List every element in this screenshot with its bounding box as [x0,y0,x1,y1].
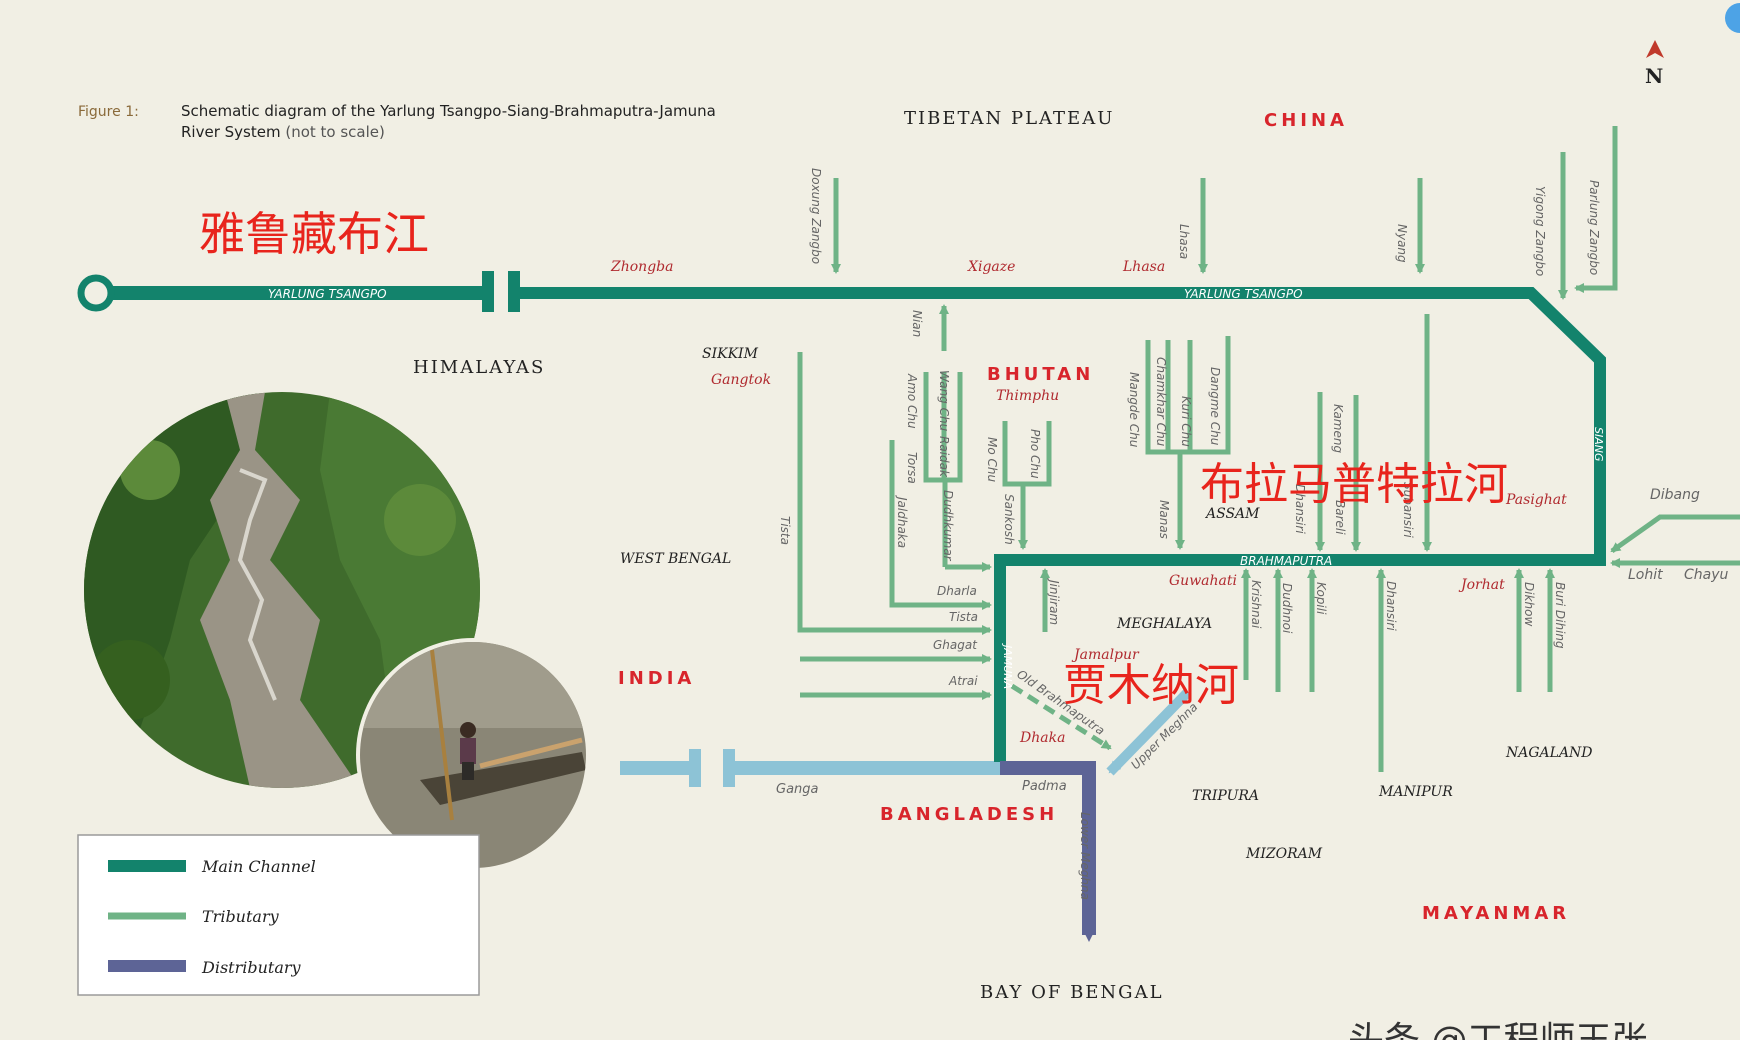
label-mangde-chu: Mangde Chu [1127,372,1141,448]
corner-badge-icon [1725,3,1740,33]
tributaries [797,126,1740,772]
label-lhasa-river: Lhasa [1177,224,1191,259]
label-dikhow: Dikhow [1522,582,1536,626]
city-labels: Zhongba Xigaze Lhasa Gangtok Thimphu Guw… [610,259,1567,746]
label-yigong-zangbo: Yigong Zangbo [1533,186,1547,276]
city-dhaka: Dhaka [1019,730,1065,746]
distributary-lower-meghna [1000,761,1096,942]
figure-caption-line1: Schematic diagram of the Yarlung Tsangpo… [181,102,716,120]
label-dibang: Dibang [1650,487,1700,503]
city-pasighat: Pasighat [1505,492,1567,508]
label-dharla: Dharla [937,584,977,598]
region-assam: ASSAM [1204,506,1260,522]
main-channel-labels: YARLUNG TSANGPO YARLUNG TSANGPO BRAHMAPU… [268,287,1605,689]
label-padma: Padma [1022,779,1067,794]
boatman-photo [356,638,590,872]
region-himalayas: HIMALAYAS [413,357,545,378]
region-west-bengal: WEST BENGAL [620,551,731,567]
label-raidak: Raidak [937,436,951,478]
label-ganga: Ganga [776,782,819,797]
city-thimphu: Thimphu [996,388,1059,404]
label-siang: SIANG [1592,427,1605,462]
label-kopili: Kopili [1314,582,1328,615]
region-nagaland: NAGALAND [1505,745,1593,761]
city-jamalpur: Jamalpur [1071,647,1140,663]
label-bareli: Bareli [1333,500,1347,535]
label-krishnai: Krishnai [1249,580,1263,629]
city-gangtok: Gangtok [711,372,771,388]
region-manipur: MANIPUR [1378,784,1453,800]
label-manas: Manas [1157,500,1171,539]
label-torsa: Torsa [905,452,919,484]
label-amo-chu: Amo Chu [905,373,919,429]
label-tista-horizontal: Tista [949,610,978,624]
label-sankosh: Sankosh [1002,494,1016,545]
label-lohit: Lohit [1628,567,1663,583]
region-tibetan-plateau: TIBETAN PLATEAU [904,108,1114,129]
label-brahmaputra: BRAHMAPUTRA [1240,554,1332,568]
label-jinjiram: Jinjiram [1047,578,1061,625]
city-lhasa: Lhasa [1122,259,1165,275]
label-buri-dihing: Buri Dihing [1553,582,1567,649]
legend-main-label: Main Channel [201,857,316,876]
city-zhongba: Zhongba [610,259,673,275]
label-nian: Nian [910,310,924,337]
label-parlung-zangbo: Parlung Zangbo [1587,180,1601,275]
city-guwahati: Guwahati [1169,573,1237,589]
label-ghagat: Ghagat [933,638,978,652]
label-dhansiri-south: Dhansiri [1384,581,1398,631]
annotation-brahmaputra-chinese: 布拉马普特拉河 [1200,459,1508,510]
region-bangladesh: BANGLADESH [880,804,1058,825]
label-dudhnoi: Dudhnoi [1280,583,1294,634]
region-mizoram: MIZORAM [1245,846,1323,862]
label-doxung-zangbo: Doxung Zangbo [809,168,823,264]
label-kameng: Kameng [1331,404,1345,453]
region-myanmar: MAYANMAR [1422,903,1570,924]
label-chamkhar-chu: Chamkhar Chu [1154,357,1168,447]
watermark: 头条 @工程师王张 [1348,1020,1647,1040]
region-china: CHINA [1264,110,1348,131]
region-bay-of-bengal: BAY OF BENGAL [980,982,1164,1003]
compass-north-letter: N [1645,64,1663,88]
figure-label: Figure 1: [78,104,139,120]
label-yarlung-tsangpo-1: YARLUNG TSANGPO [268,287,387,301]
label-dhansiri-north: Dhansiri [1293,484,1307,534]
label-pho-chu: Pho Chu [1028,429,1042,479]
label-jamuna: JAMUNA [1001,643,1014,689]
label-dangme-chu: Dangme Chu [1208,367,1222,446]
label-mo-chu: Mo Chu [985,437,999,482]
city-jorhat: Jorhat [1458,577,1505,593]
figure-caption-line2: River System (not to scale) [181,123,385,141]
label-dudhkumar: Dudhkumar [941,490,955,562]
legend-tributary-label: Tributary [202,907,280,926]
region-india: INDIA [618,668,695,689]
city-xigaze: Xigaze [967,259,1015,275]
label-yarlung-tsangpo-2: YARLUNG TSANGPO [1184,287,1303,301]
region-bhutan: BHUTAN [987,364,1094,385]
main-channel [77,271,1606,762]
region-sikkim: SIKKIM [702,346,759,362]
label-lower-meghna: Lower Meghna [1078,812,1092,900]
ganga-river [620,688,1192,787]
annotation-yarlung-chinese: 雅鲁藏布江 [199,207,429,261]
label-wang-chu: Wang Chu [937,370,951,432]
label-subansiri: Subansiri [1401,482,1415,538]
label-atrai: Atrai [948,674,978,688]
legend-distributary-label: Distributary [201,958,302,977]
region-tripura: TRIPURA [1192,788,1259,804]
region-meghalaya: MEGHALAYA [1116,616,1212,632]
label-nyang: Nyang [1395,224,1409,263]
annotation-jamuna-chinese: 贾木纳河 [1063,660,1239,711]
label-tista-vertical: Tista [778,516,792,545]
label-kuri-chu: Kuri Chu [1179,396,1193,447]
north-arrow-icon [1646,40,1664,58]
label-chayu: Chayu [1684,567,1729,583]
label-jaldhaka: Jaldhaka [895,495,909,548]
legend: Main Channel Tributary Distributary [77,834,480,996]
